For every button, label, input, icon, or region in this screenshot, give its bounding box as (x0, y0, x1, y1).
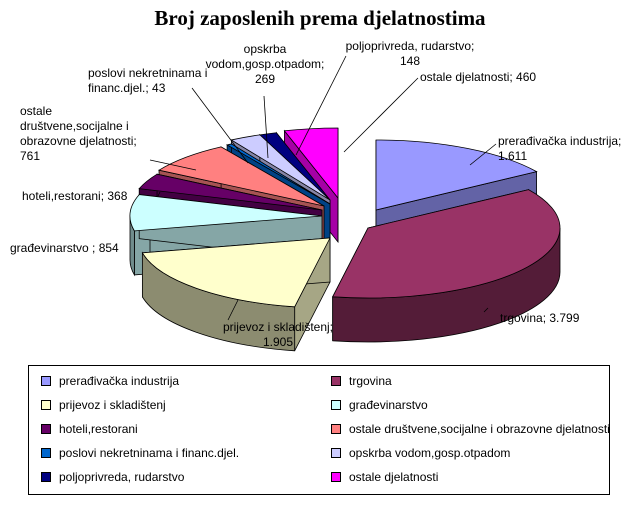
legend-label: hoteli,restorani (59, 422, 138, 436)
legend-item-5: ostale društvene,socijalne i obrazovne d… (331, 422, 610, 436)
pie-slice-0 (375, 139, 538, 211)
chart-legend: prerađivačka industrija trgovina prijevoz … (28, 365, 610, 495)
slice-data-label-0: prerađivačka industrija;1.611 (498, 134, 621, 163)
leader-line-9 (343, 77, 419, 153)
legend-swatch (331, 376, 341, 386)
legend-swatch (41, 376, 51, 386)
legend-swatch (41, 424, 51, 434)
legend-label: poljoprivreda, rudarstvo (59, 470, 185, 484)
legend-swatch (331, 424, 341, 434)
legend-swatch (41, 472, 51, 482)
legend-label: poslovi nekretninama i financ.djel. (59, 446, 240, 460)
pie-slice-5 (157, 146, 325, 207)
legend-item-0: prerađivačka industrija (41, 374, 179, 388)
chart-title: Broj zaposlenih prema djelatnostima (154, 6, 486, 30)
slice-data-label-8: poljoprivreda, rudarstvo;148 (346, 39, 475, 68)
pie-slice-9 (283, 127, 339, 200)
legend-swatch (331, 448, 341, 458)
pie-slice-4 (138, 173, 323, 211)
legend-swatch (41, 448, 51, 458)
legend-label: prerađivačka industrija (59, 374, 180, 388)
legend-item-4: hoteli,restorani (41, 422, 138, 436)
leader-line-7 (263, 95, 269, 159)
legend-label: ostale djelatnosti (349, 470, 439, 484)
leader-line-6 (191, 87, 249, 164)
legend-item-6: poslovi nekretninama i financ.djel. (41, 446, 239, 460)
pie-slice-3 (129, 194, 323, 232)
slice-data-label-9: ostale djelatnosti; 460 (420, 70, 536, 84)
pie-chart: prerađivačka industrija;1.611 trgovina; 3… (10, 39, 621, 352)
leader-line-0 (469, 143, 497, 166)
legend-label: opskrba vodom,gosp.otpadom (349, 446, 511, 460)
legend-label: prijevoz i skladištenj (59, 398, 166, 412)
slice-data-label-1: trgovina; 3.799 (500, 311, 580, 325)
pie-slice-7 (230, 134, 331, 201)
slice-data-label-2: prijevoz i skladištenj;1.905 (223, 320, 333, 349)
legend-item-7: opskrba vodom,gosp.otpadom (331, 446, 510, 460)
leader-line-2 (227, 299, 239, 321)
legend-item-1: trgovina (331, 374, 392, 388)
slice-data-label-3: građevinarstvo ; 854 (10, 241, 119, 255)
slice-data-label-4: hoteli,restorani; 368 (22, 189, 128, 203)
legend-swatch (41, 400, 51, 410)
legend-swatch (331, 472, 341, 482)
legend-item-2: prijevoz i skladištenj (41, 398, 166, 412)
leader-line-4 (157, 191, 161, 197)
pie-slice-6 (226, 143, 331, 205)
legend-swatch (331, 400, 341, 410)
legend-item-3: građevinarstvo (331, 398, 428, 412)
leader-line-8 (295, 55, 347, 156)
legend-label: trgovina (349, 374, 392, 388)
leader-line-1 (483, 307, 489, 313)
pie-slice-2 (141, 237, 331, 308)
legend-item-9: ostale djelatnosti (331, 470, 438, 484)
leader-line-5 (149, 159, 197, 171)
pie-slice-1 (332, 189, 561, 299)
legend-label: građevinarstvo (349, 398, 428, 412)
legend-label: ostale društvene,socijalne i obrazovne d… (349, 422, 610, 436)
legend-item-8: poljoprivreda, rudarstvo (41, 470, 184, 484)
